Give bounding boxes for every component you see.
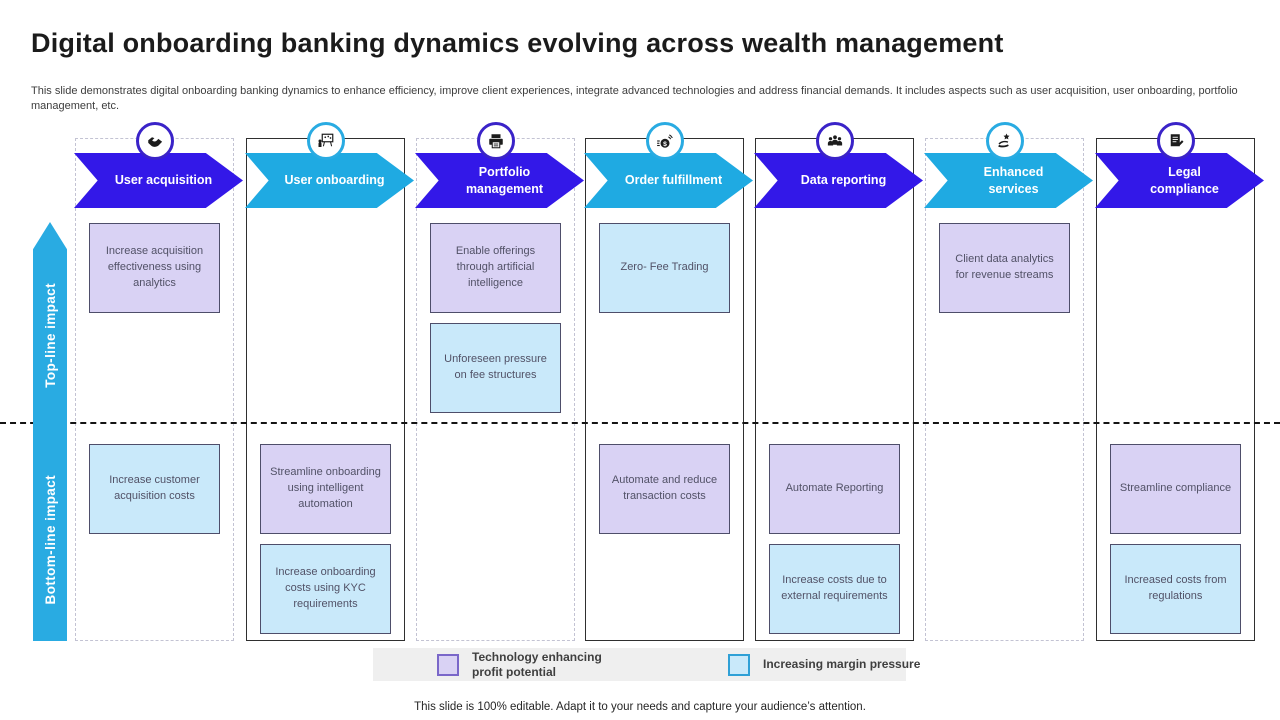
column-header-arrow: Data reporting [754, 153, 923, 208]
impact-card: Enable offerings through artificial inte… [430, 223, 561, 313]
column-header-arrow: User acquisition [74, 153, 243, 208]
slide-description: This slide demonstrates digital onboardi… [31, 85, 1238, 113]
legend-item-margin: Increasing margin pressure [728, 653, 923, 676]
column-header-arrow: User onboarding [245, 153, 414, 208]
legend-label: Increasing margin pressure [763, 657, 921, 672]
printer-icon [476, 122, 515, 160]
editable-note: This slide is 100% editable. Adapt it to… [414, 701, 866, 713]
svg-text:$: $ [663, 141, 667, 148]
column-user-onboarding: User onboarding Streamline onboarding us… [245, 122, 414, 641]
impact-card: Increased costs from regulations [1110, 544, 1241, 634]
purple-swatch [437, 653, 459, 676]
column-user-acquisition: User acquisition Increase acquisition ef… [74, 122, 243, 641]
training-presentation-icon [306, 122, 345, 160]
column-header-arrow: Order fulfillment [584, 153, 753, 208]
page-title: Digital onboarding banking dynamics evol… [31, 28, 1004, 58]
column-enhanced-services: Enhanced services Client data analytics … [924, 122, 1093, 641]
impact-card: Zero- Fee Trading [599, 223, 730, 313]
handshake-icon [135, 122, 174, 160]
impact-card: Increase acquisition effectiveness using… [89, 223, 220, 313]
column-portfolio-management: Portfolio management Enable offerings th… [415, 122, 584, 641]
team-icon [815, 122, 854, 160]
legend: Technology enhancing profit potential In… [373, 648, 920, 681]
impact-card: Automate Reporting [769, 444, 900, 534]
top-line-impact-label: Top-line impact [42, 282, 58, 388]
column-legal-compliance: Legal compliance Streamline compliance I… [1095, 122, 1264, 641]
impact-card: Automate and reduce transaction costs [599, 444, 730, 534]
hand-star-icon [985, 122, 1024, 160]
column-data-reporting: Data reporting Automate Reporting Increa… [754, 122, 923, 641]
impact-card: Increase costs due to external requireme… [769, 544, 900, 634]
legend-label: Technology enhancing profit potential [472, 650, 602, 679]
column-header-arrow: Legal compliance [1095, 153, 1264, 208]
column-header-arrow: Portfolio management [415, 153, 584, 208]
fast-payment-icon: $ [645, 122, 684, 160]
column-header-arrow: Enhanced services [924, 153, 1093, 208]
topline-bottomline-divider [0, 422, 1280, 424]
impact-axis-arrow [33, 222, 67, 641]
impact-card: Streamline onboarding using intelligent … [260, 444, 391, 534]
column-order-fulfillment: $ Order fulfillment Zero- Fee Trading Au… [584, 122, 753, 641]
bottom-line-impact-label: Bottom-line impact [42, 475, 58, 605]
document-pen-icon [1156, 122, 1195, 160]
impact-card: Streamline compliance [1110, 444, 1241, 534]
impact-card: Client data analytics for revenue stream… [939, 223, 1070, 313]
impact-card: Increase onboarding costs using KYC requ… [260, 544, 391, 634]
legend-item-technology: Technology enhancing profit potential [437, 650, 632, 679]
impact-card: Unforeseen pressure on fee structures [430, 323, 561, 413]
impact-card: Increase customer acquisition costs [89, 444, 220, 534]
blue-swatch [728, 653, 750, 676]
